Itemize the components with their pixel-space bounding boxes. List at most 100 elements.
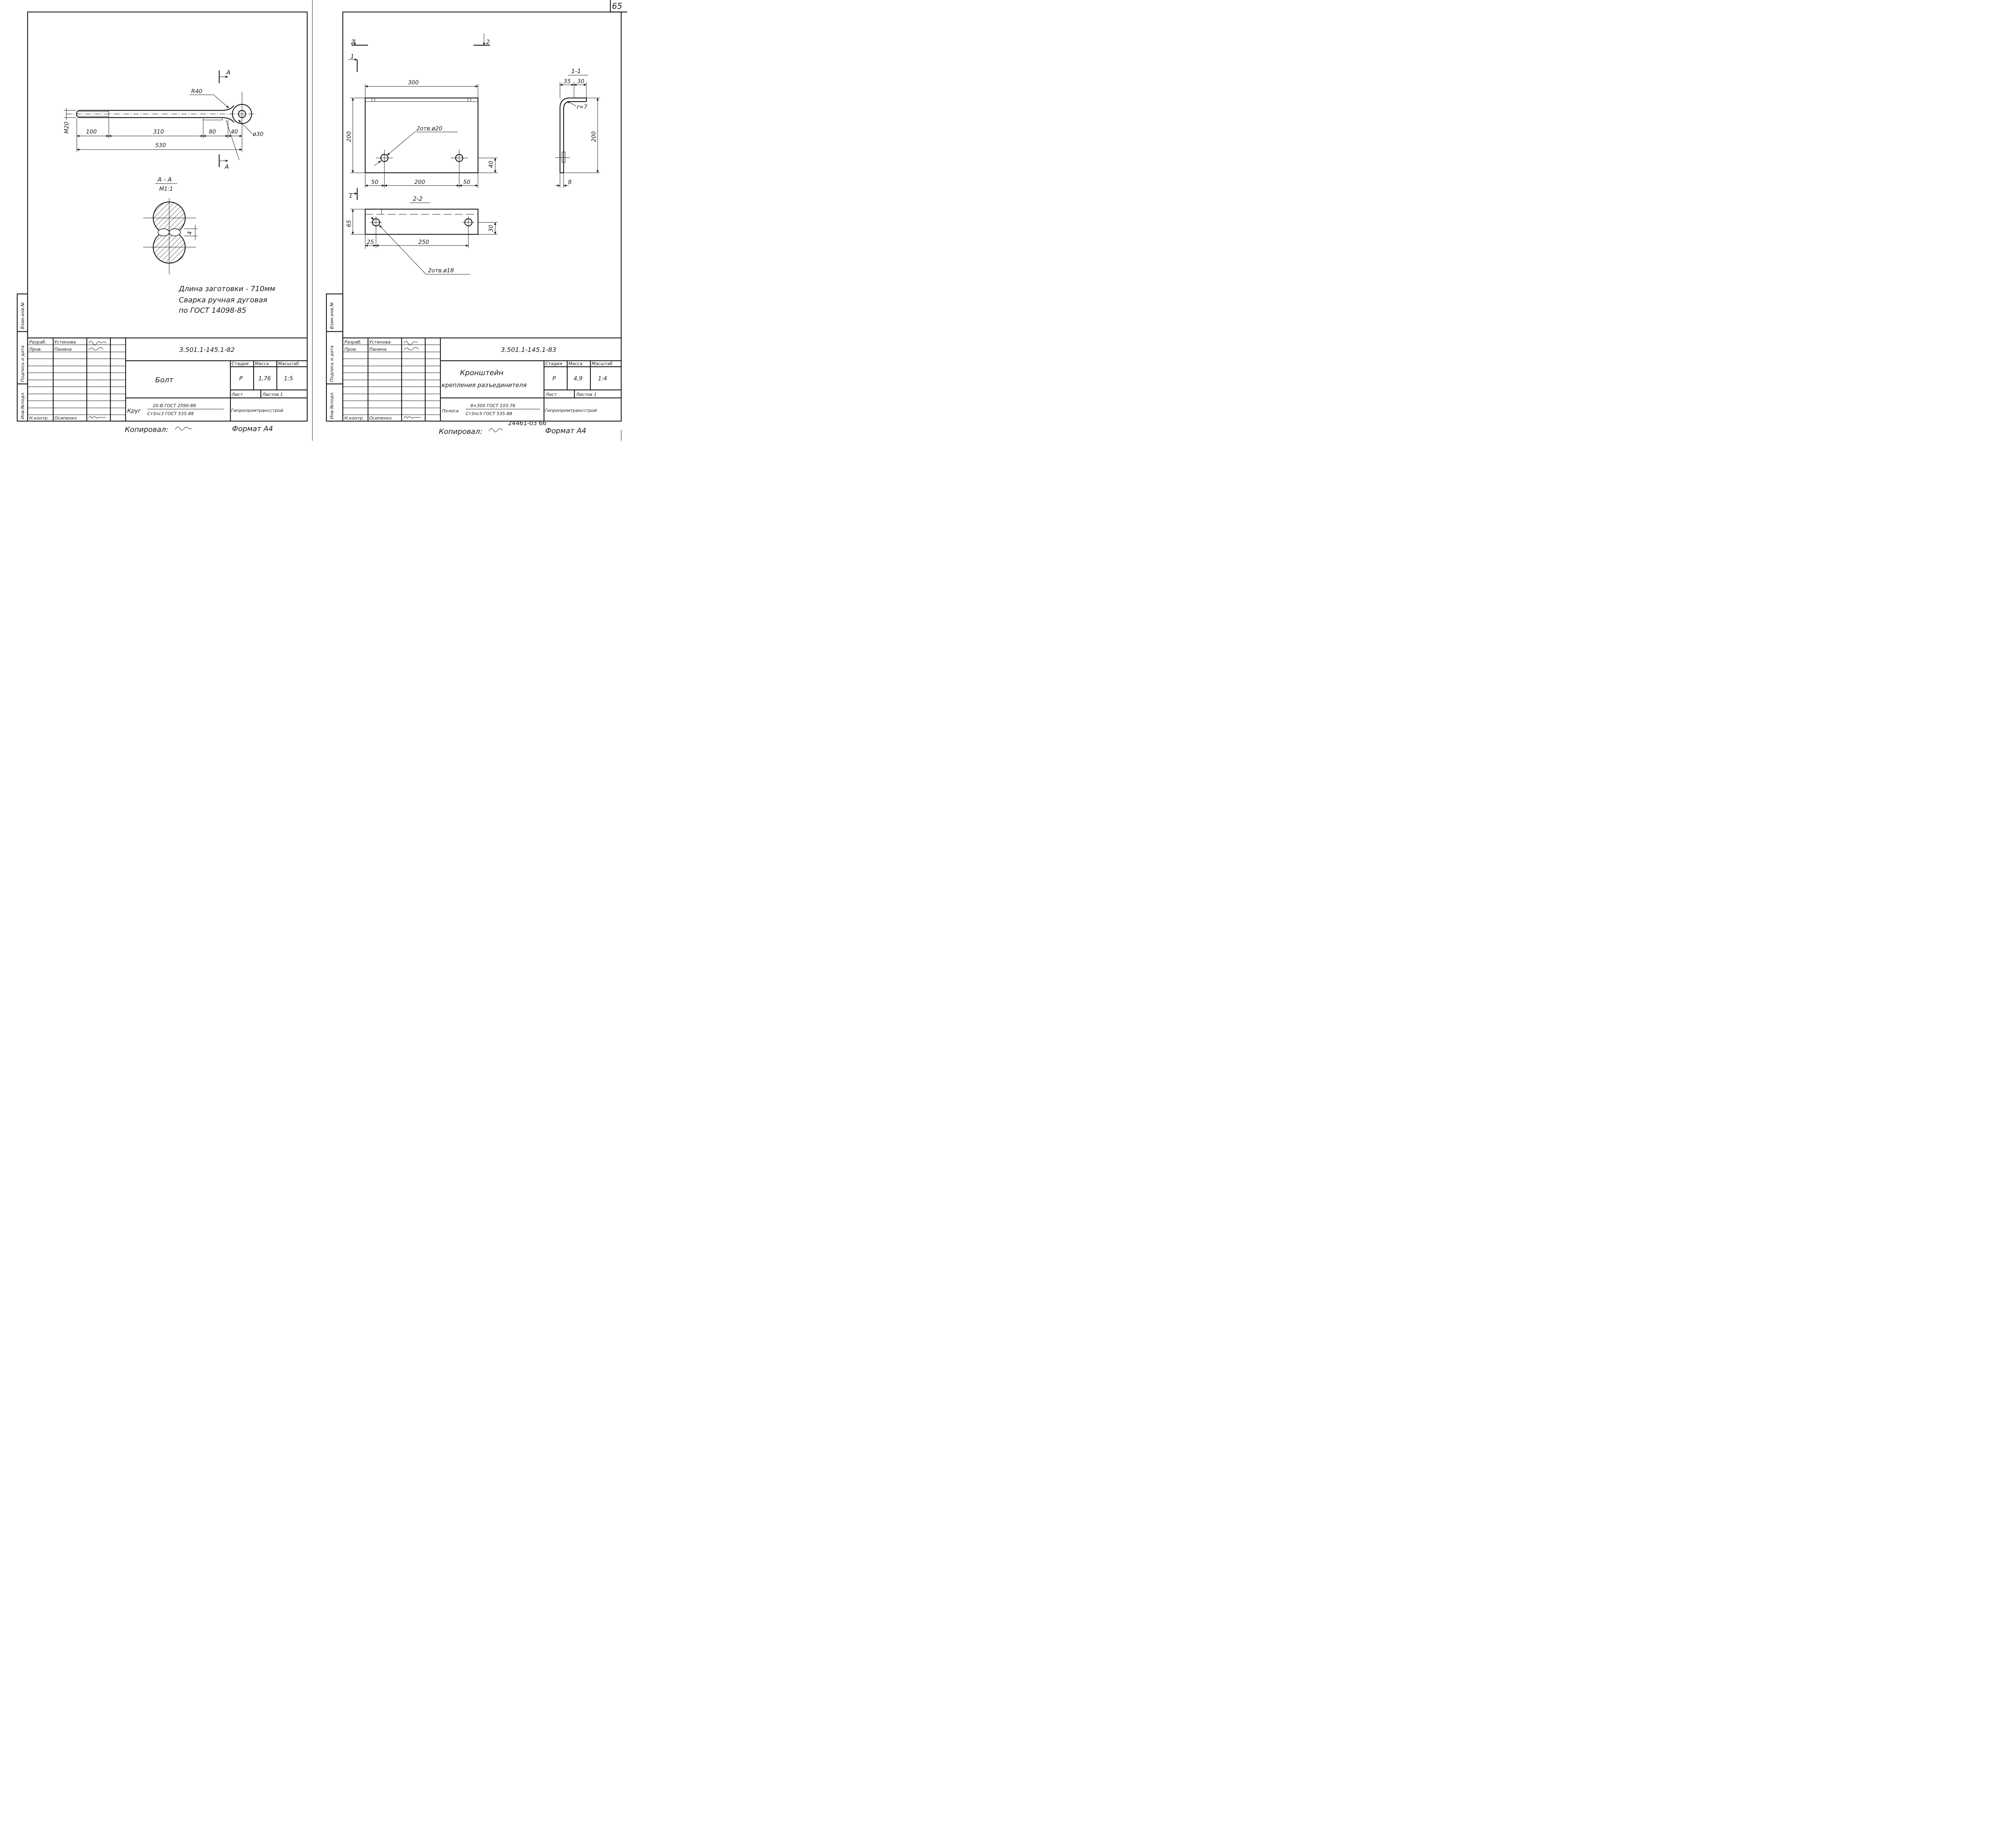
material-top-r: 8×300 ГОСТ 103-76 [470, 403, 515, 408]
name-ustinova-r: Устинова [369, 340, 391, 345]
right-side-stamp: Инв.№подл. Подпись и дата Взам.инв.№ [326, 293, 344, 422]
hdr-scale-r: Масштаб [592, 361, 612, 366]
doc-code-r: 3.501.1-145.1-83 [501, 346, 556, 354]
weld-left [158, 228, 170, 236]
hdr-mass-r: Масса [568, 361, 582, 366]
hdr-scale: Масштаб [278, 361, 299, 366]
org-name-r: Гипропромтрансстрой [545, 408, 597, 413]
section-2-2: 2-2 65 30 25 250 [346, 195, 498, 275]
role-razrab: Разраб. [29, 340, 46, 345]
scale-value: 1:5 [284, 376, 293, 382]
hdr-stage: Стадия [232, 361, 249, 366]
note-blank-length: Длина заготовки - 710мм [178, 285, 275, 293]
note-gost: по ГОСТ 14098-85 [179, 306, 246, 315]
bracket-main-view: 300 200 2отв.ø20 40 50 200 50 [346, 80, 498, 188]
section-a-a: A - A M1:1 4 [143, 176, 198, 274]
section-scale: M1:1 [159, 186, 173, 192]
part-name-2: крепления разъединителя [442, 382, 527, 389]
dim-50-right: 50 [463, 179, 470, 186]
section-title-a-a: A - A [157, 176, 172, 183]
signature-1-r [404, 341, 418, 346]
dim-d30: ø30 [252, 131, 263, 138]
role-nkontr-r: Н.контр. [344, 416, 364, 421]
scale-value-r: 1:4 [598, 376, 607, 382]
hdr-stage-r: Стадия [545, 361, 562, 366]
name-panina: Панина [54, 347, 72, 352]
archive-number: 24461-03 66 [508, 420, 546, 427]
role-razrab-r: Разраб. [344, 340, 362, 345]
bracket-profile-inner [563, 101, 586, 173]
footer-format: Формат А4 [232, 425, 273, 433]
drawing-sheet: 65 Инв.№подл. Подпись и дата Взам.инв.№ [16, 0, 627, 441]
dim-m20: M20 [64, 122, 70, 134]
left-title-block: Разраб. Пров. Н.контр. Устинова Панина О… [28, 337, 307, 421]
dim-250: 250 [418, 239, 429, 246]
section-mark-a-top: A [226, 69, 230, 76]
dim-65: 65 [346, 220, 352, 227]
right-sheet: Инв.№подл. Подпись и дата Взам.инв.№ 2 2… [326, 11, 622, 436]
dim-30-top: 30 [577, 78, 584, 85]
footer-format-r: Формат А4 [545, 427, 586, 435]
signature-1 [88, 341, 107, 346]
role-prov: Пров. [29, 347, 42, 352]
page-number: 65 [612, 1, 622, 11]
dim-100: 100 [86, 129, 97, 135]
weld-right [169, 228, 181, 236]
stamp-sign-date: Подпись и дата [20, 346, 25, 382]
sheets-label-r: Листов 1 [576, 392, 597, 397]
dim-r7: r=7 [577, 104, 587, 110]
material-bottom: Ст3пс3 ГОСТ 535-88 [147, 411, 194, 416]
footer-copied: Копировал: [125, 426, 168, 434]
copier-signature [175, 427, 192, 431]
dim-50-left: 50 [371, 179, 378, 186]
dim-530: 530 [155, 142, 166, 149]
dim-40: 40 [231, 129, 238, 135]
sheets-label: Листов 1 [262, 392, 283, 397]
name-ustinova: Устинова [54, 340, 76, 345]
dim-holes-20: 2отв.ø20 [416, 126, 442, 132]
left-sheet: Инв.№подл. Подпись и дата Взам.инв.№ A A [16, 11, 308, 434]
mark-2-right: 2 [486, 38, 490, 46]
dim-4: 4 [187, 231, 193, 235]
section-title-1-1: 1-1 [571, 68, 581, 75]
dim-300: 300 [408, 80, 419, 86]
material-bottom-r: Ст3пс5 ГОСТ 535-88 [466, 411, 512, 416]
copier-signature-r [488, 428, 503, 432]
signature-3-r [404, 416, 421, 419]
footer-copied-r: Копировал: [439, 428, 482, 436]
signature-3 [88, 416, 106, 419]
bracket-plate [364, 97, 479, 174]
dim-30-side: 30 [488, 225, 494, 232]
section-1-1: 1-1 35 30 r=7 200 8 [555, 68, 600, 188]
page-number-box: 65 [610, 0, 627, 13]
part-name-1: Кронштейн [460, 369, 504, 377]
stage-value: Р [239, 376, 243, 382]
stamp-inv-podl: Инв.№подл. [20, 392, 25, 419]
dim-200-h: 200 [414, 179, 425, 186]
left-side-stamp: Инв.№подл. Подпись и дата Взам.инв.№ [16, 293, 28, 422]
mass-value-r: 4,9 [574, 376, 582, 382]
name-osipenko-r: Осипенко [369, 416, 392, 421]
sheet-label-r: Лист [545, 392, 557, 397]
material-top: 20-В ГОСТ 2590-88 [153, 403, 196, 408]
hdr-mass: Масса [255, 361, 269, 366]
dim-310: 310 [153, 129, 164, 135]
material-kind: Круг [127, 408, 141, 414]
left-frame [27, 11, 308, 422]
stamp-vzam-inv-r: Взам.инв.№ [329, 302, 334, 329]
mark-1-top: 1 [350, 53, 354, 60]
stamp-vzam-inv: Взам.инв.№ [20, 302, 25, 329]
role-prov-r: Пров. [344, 347, 357, 352]
dim-80: 80 [209, 129, 216, 135]
right-title-block: Разраб. Пров. Н.контр. Устинова Панина О… [343, 337, 621, 421]
dim-40: 40 [488, 161, 494, 168]
dim-r40: R40 [191, 88, 202, 95]
bolt-view: A A R40 M20 100 310 [64, 69, 263, 170]
right-frame [342, 11, 622, 422]
part-name: Болт [155, 376, 174, 384]
left-notes: Длина заготовки - 710мм Сварка ручная ду… [178, 285, 275, 315]
mass-value: 1,76 [258, 376, 271, 382]
section-mark-a-bottom: A [224, 163, 229, 170]
org-name: Гипропромтрансстрой [231, 408, 283, 413]
doc-code: 3.501.1-145.1-82 [179, 346, 235, 354]
